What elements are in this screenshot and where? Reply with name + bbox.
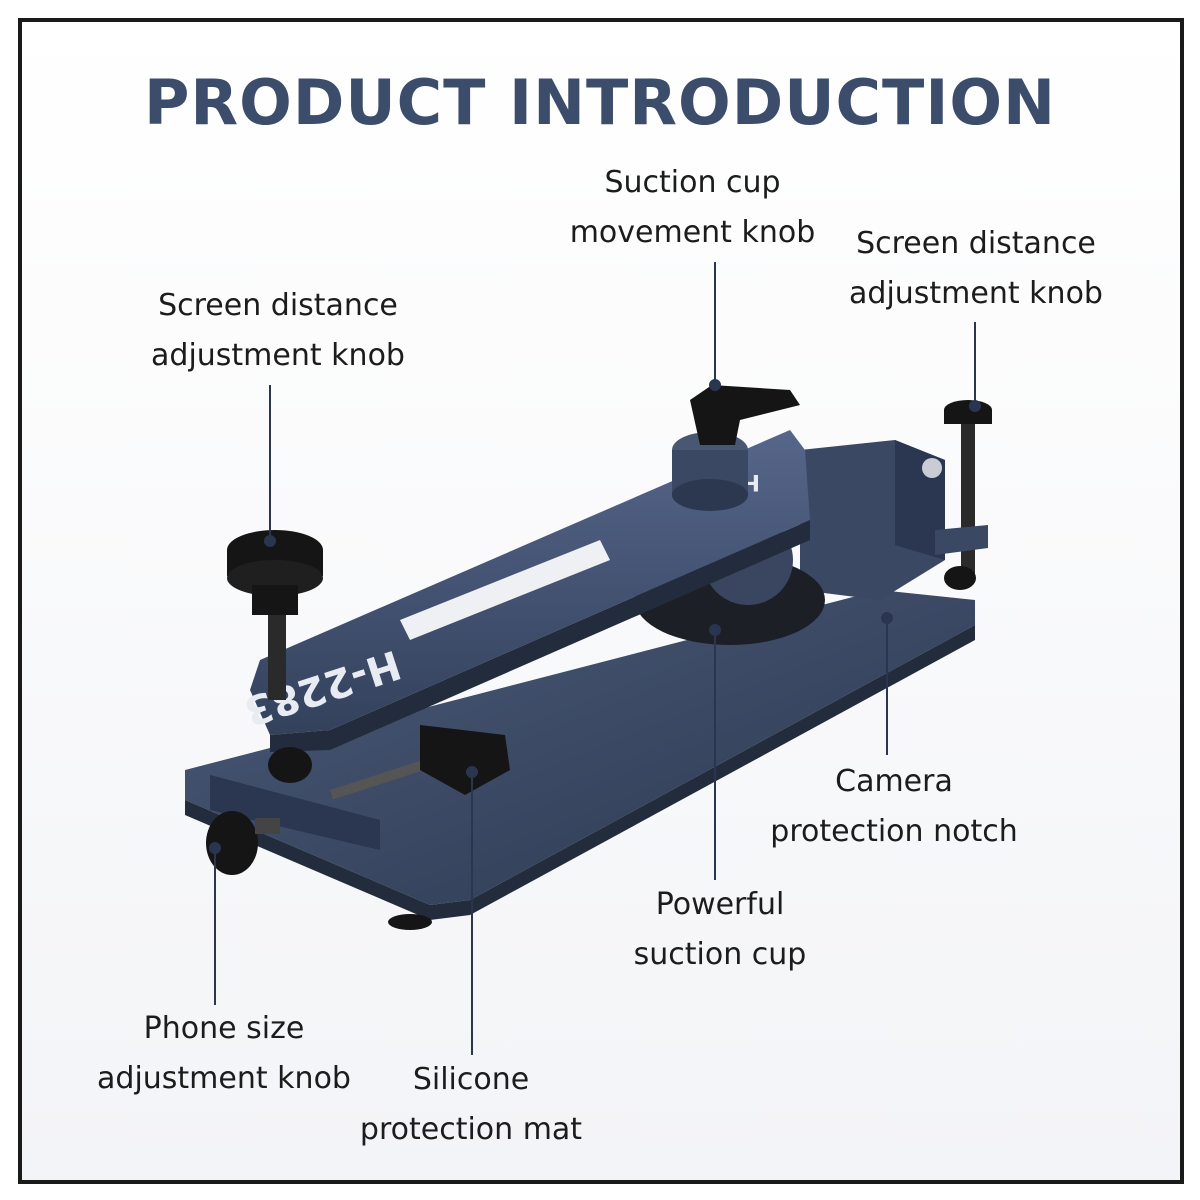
leader-lines bbox=[209, 262, 981, 1055]
dot-silicone-mat bbox=[466, 766, 478, 778]
label-line: Phone size bbox=[143, 1011, 305, 1046]
dot-phone-size bbox=[209, 842, 221, 854]
upright-block bbox=[800, 440, 945, 600]
label-line: Silicone bbox=[412, 1062, 530, 1097]
label-line: Camera bbox=[835, 764, 953, 799]
dot-suction-knob bbox=[709, 379, 721, 391]
phone-size-slider bbox=[206, 725, 510, 875]
dot-right-screen-knob bbox=[969, 400, 981, 412]
label-line: protection notch bbox=[770, 814, 1018, 849]
dot-left-screen-knob bbox=[264, 535, 276, 547]
label-phone-size-adjustment-knob: Phone size adjustment knob bbox=[90, 1004, 358, 1104]
left-screen-knob bbox=[227, 530, 323, 783]
label-powerful-suction-cup: Powerful suction cup bbox=[620, 880, 820, 980]
label-suction-cup-movement-knob: Suction cup movement knob bbox=[560, 158, 825, 258]
suction-movement-knob bbox=[672, 385, 800, 511]
dot-camera-notch bbox=[881, 612, 893, 624]
page-title: PRODUCT INTRODUCTION bbox=[143, 66, 1057, 139]
label-line: movement knob bbox=[569, 215, 816, 250]
label-line: adjustment knob bbox=[97, 1061, 351, 1096]
label-line: adjustment knob bbox=[849, 276, 1103, 311]
label-line: adjustment knob bbox=[151, 338, 405, 373]
label-camera-protection-notch: Camera protection notch bbox=[760, 757, 1028, 857]
base-plate bbox=[185, 590, 975, 930]
label-line: Screen distance bbox=[856, 226, 1096, 261]
label-line: protection mat bbox=[359, 1112, 583, 1147]
label-screen-distance-knob-right: Screen distance adjustment knob bbox=[840, 219, 1112, 319]
label-line: Screen distance bbox=[158, 288, 398, 323]
label-line: Suction cup bbox=[604, 165, 781, 200]
label-line: Powerful bbox=[655, 887, 785, 922]
label-screen-distance-knob-left: Screen distance adjustment knob bbox=[142, 281, 414, 381]
dot-suction-cup bbox=[709, 624, 721, 636]
label-silicone-protection-mat: Silicone protection mat bbox=[350, 1055, 592, 1155]
label-line: suction cup bbox=[633, 937, 807, 972]
